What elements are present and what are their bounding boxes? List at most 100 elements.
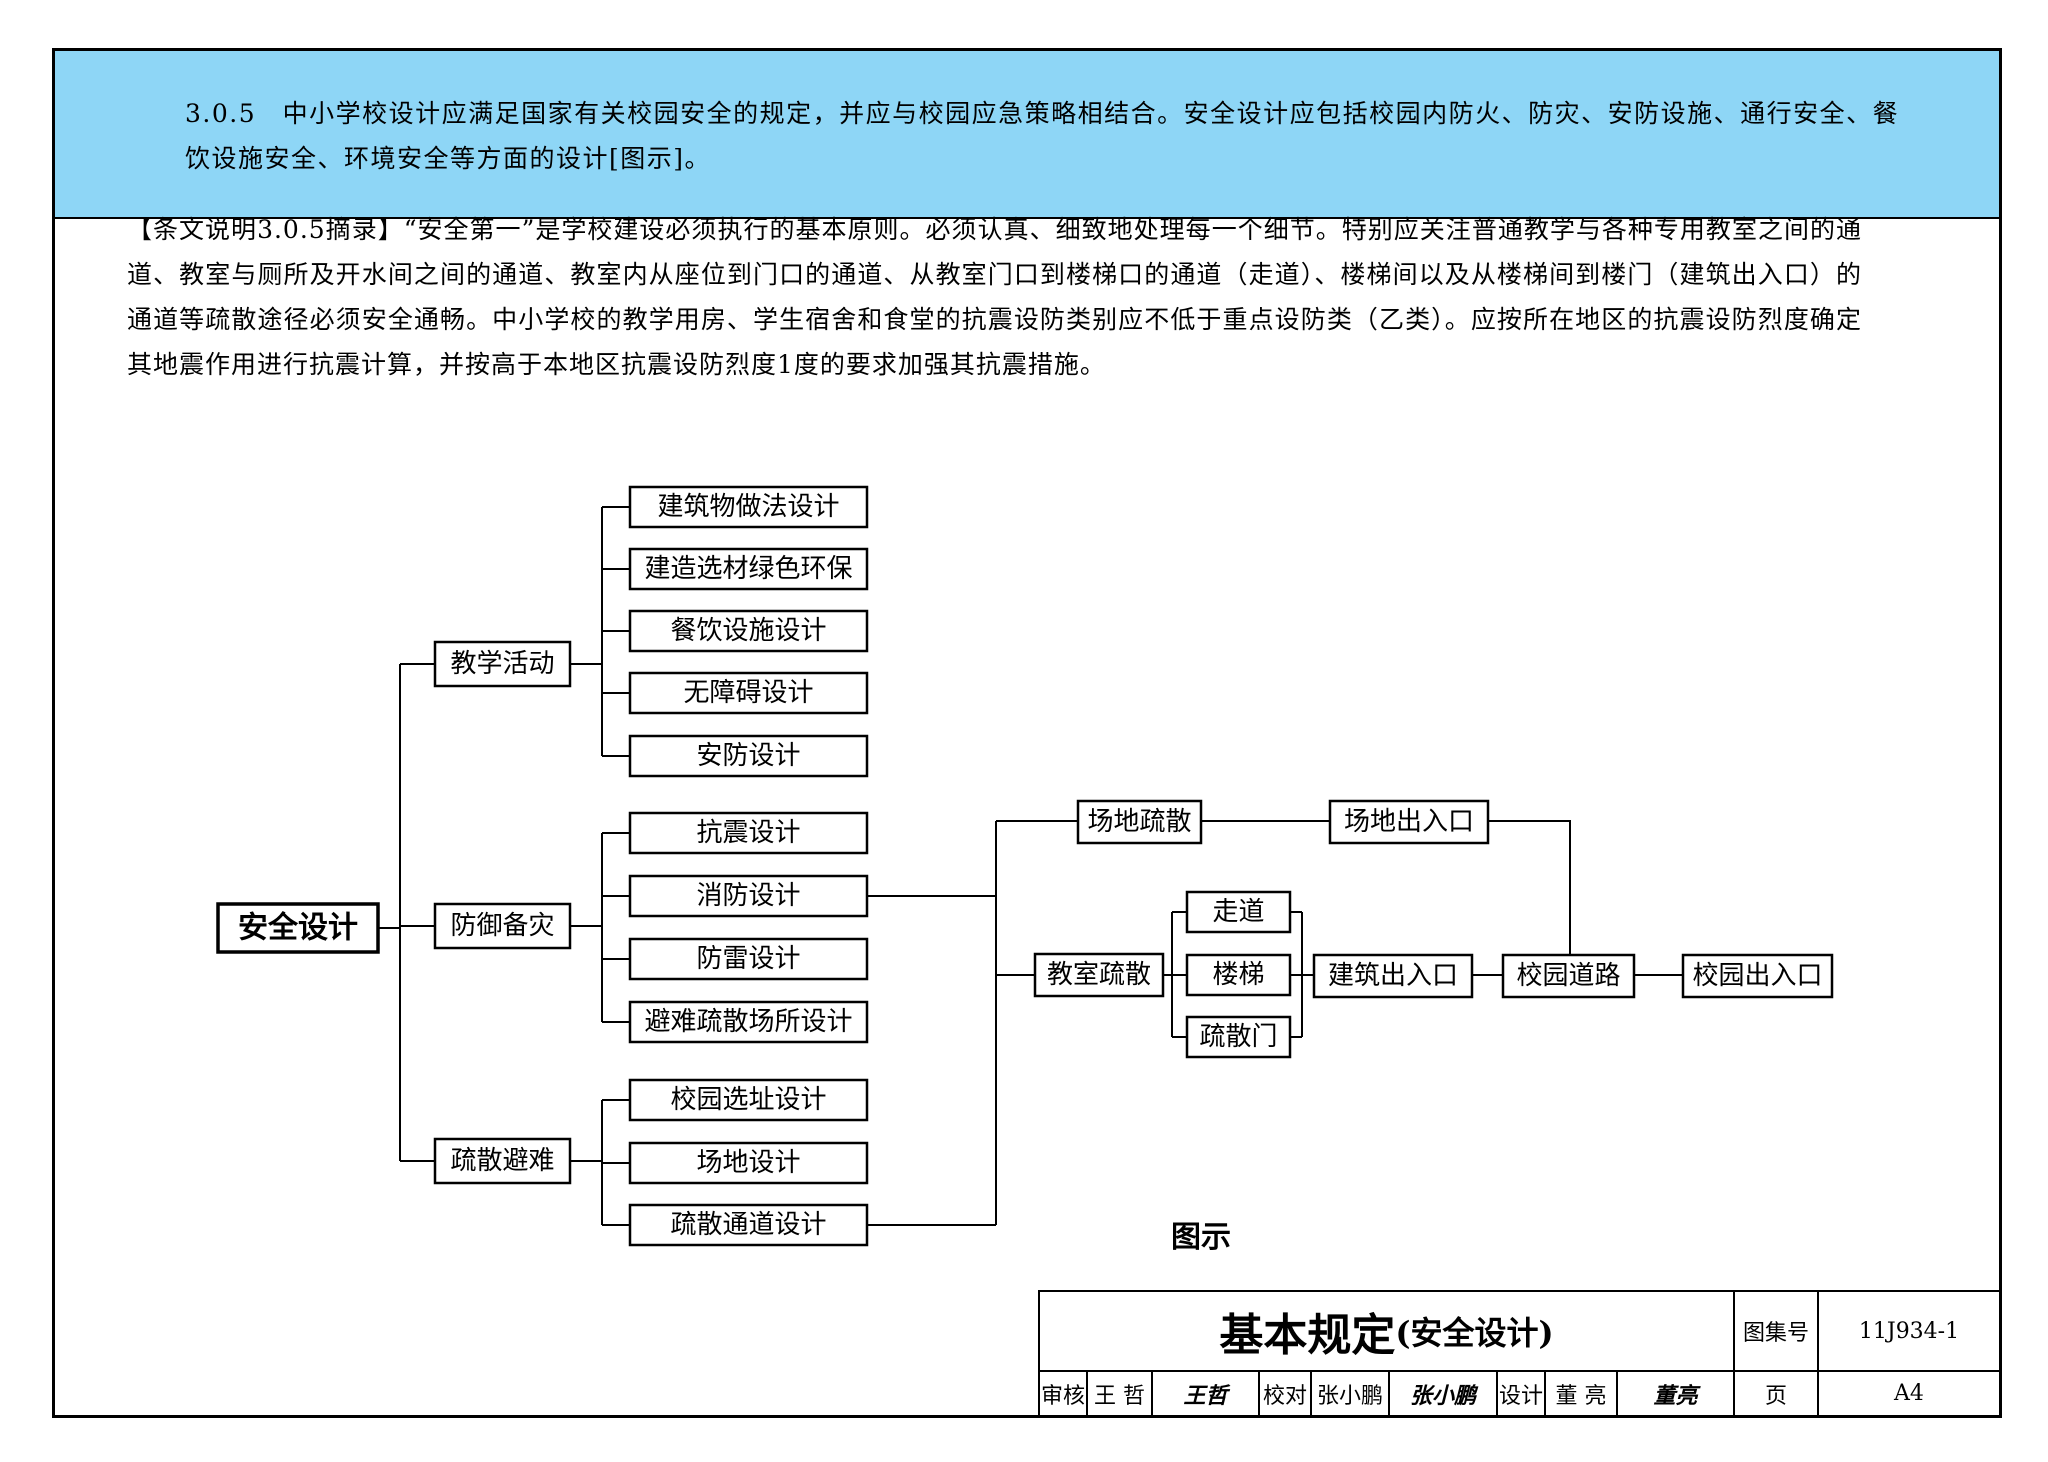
node-path-3-label: 疏散门 bbox=[1199, 1022, 1277, 1052]
node-leaf-2-3-frame bbox=[628, 937, 869, 981]
node-leaf-1-5-label: 安防设计 bbox=[696, 741, 800, 771]
node-leaf-1-2-label: 建造选材绿色环保 bbox=[644, 554, 852, 584]
designer-name-cell: 董 亮 bbox=[1544, 1370, 1616, 1415]
node-group-3: 疏散避难 bbox=[433, 1137, 572, 1185]
node-group-2: 防御备灾 bbox=[433, 902, 572, 950]
clause-text: 3.0.5 中小学校设计应满足国家有关校园安全的规定，并应与校园应急策略相结合。… bbox=[185, 99, 1900, 173]
node-leaf-1-4-label: 无障碍设计 bbox=[683, 678, 813, 708]
node-path-1-frame bbox=[1185, 890, 1292, 934]
review-label-cell: 审核 bbox=[1038, 1370, 1086, 1415]
node-building-exit-frame bbox=[1312, 953, 1474, 999]
node-leaf-1-1-label: 建筑物做法设计 bbox=[657, 492, 839, 522]
node-leaf-1-5-frame bbox=[628, 734, 869, 778]
node-path-2: 楼梯 bbox=[1185, 953, 1292, 997]
node-leaf-2-3: 防雷设计 bbox=[628, 937, 869, 981]
designer-signature-cell: 董亮 bbox=[1616, 1370, 1733, 1415]
node-campus-road: 校园道路 bbox=[1501, 953, 1636, 999]
reviewer-signature-cell-text: 王哲 bbox=[1183, 1382, 1228, 1409]
node-campus-exit: 校园出入口 bbox=[1681, 953, 1834, 999]
reviewer-name-cell: 王 哲 bbox=[1086, 1370, 1151, 1415]
node-campus-exit-frame bbox=[1681, 953, 1834, 999]
node-leaf-1-2-frame bbox=[628, 547, 869, 591]
node-leaf-1-5: 安防设计 bbox=[628, 734, 869, 778]
sheet-title: 基本规定 bbox=[1219, 1310, 1396, 1361]
node-leaf-3-2-label: 场地设计 bbox=[696, 1148, 800, 1178]
node-building-exit-label: 建筑出入口 bbox=[1328, 961, 1458, 991]
node-group-2-frame bbox=[433, 902, 572, 950]
node-leaf-2-1-frame bbox=[628, 811, 869, 855]
review-label-cell-text: 审核 bbox=[1040, 1383, 1085, 1409]
node-classroom-evacuation: 教室疏散 bbox=[1033, 952, 1165, 998]
checker-signature-cell: 张小鹏 bbox=[1388, 1370, 1496, 1415]
node-leaf-1-1-frame bbox=[628, 485, 869, 529]
node-leaf-2-4: 避难疏散场所设计 bbox=[628, 1000, 869, 1044]
page-label-cell-text: 页 bbox=[1764, 1383, 1787, 1409]
atlas-number-cell-text: 11J934-1 bbox=[1858, 1318, 1960, 1344]
checker-name-cell: 张小鹏 bbox=[1310, 1370, 1388, 1415]
reviewer-signature-cell: 王哲 bbox=[1151, 1370, 1258, 1415]
node-site-exit-label: 场地出入口 bbox=[1344, 807, 1474, 837]
check-label-cell: 校对 bbox=[1258, 1370, 1310, 1415]
node-campus-exit-label: 校园出入口 bbox=[1692, 961, 1822, 991]
reviewer-name-cell-text: 王 哲 bbox=[1094, 1383, 1145, 1409]
clause-explanation: 【条文说明3.0.5摘录】“安全第一”是学校建设必须执行的基本原则。必须认真、细… bbox=[127, 215, 1862, 379]
node-leaf-2-2: 消防设计 bbox=[628, 874, 869, 918]
node-leaf-2-1: 抗震设计 bbox=[628, 811, 869, 855]
node-leaf-3-2-frame bbox=[628, 1141, 869, 1185]
check-label-cell-text: 校对 bbox=[1262, 1383, 1307, 1409]
node-leaf-2-2-frame bbox=[628, 874, 869, 918]
node-site-evacuation-label: 场地疏散 bbox=[1087, 807, 1191, 837]
checker-signature-cell-text: 张小鹏 bbox=[1409, 1382, 1476, 1409]
node-leaf-1-2: 建造选材绿色环保 bbox=[628, 547, 869, 591]
drawing-frame: 3.0.5 中小学校设计应满足国家有关校园安全的规定，并应与校园应急策略相结合。… bbox=[52, 48, 2002, 1418]
node-root-label: 安全设计 bbox=[238, 911, 358, 946]
node-leaf-1-3: 餐饮设施设计 bbox=[628, 609, 869, 653]
sheet-title-cell: 基本规定(安全设计) bbox=[1038, 1290, 1733, 1370]
node-leaf-3-3-frame bbox=[628, 1203, 869, 1247]
node-classroom-evacuation-label: 教室疏散 bbox=[1047, 960, 1151, 990]
node-path-1: 走道 bbox=[1185, 890, 1292, 934]
design-label-cell: 设计 bbox=[1496, 1370, 1544, 1415]
node-leaf-3-1-label: 校园选址设计 bbox=[670, 1085, 826, 1115]
node-site-exit: 场地出入口 bbox=[1328, 799, 1490, 845]
atlas-label-cell-text: 图集号 bbox=[1742, 1321, 1809, 1346]
node-classroom-evacuation-frame bbox=[1033, 952, 1165, 998]
node-group-1: 教学活动 bbox=[433, 640, 572, 688]
node-leaf-2-2-label: 消防设计 bbox=[696, 881, 800, 911]
node-path-3: 疏散门 bbox=[1185, 1015, 1292, 1059]
node-group-3-label: 疏散避难 bbox=[450, 1146, 554, 1176]
node-path-1-label: 走道 bbox=[1212, 897, 1264, 927]
node-root: 安全设计 bbox=[216, 902, 380, 954]
safety-design-diagram: 安全设计 教学活动 建筑物做法设计建造选材绿色环保餐饮设施设计无障碍设计安防设计防御… bbox=[216, 485, 1834, 1247]
clause-banner: 3.0.5 中小学校设计应满足国家有关校园安全的规定，并应与校园应急策略相结合。… bbox=[55, 51, 1999, 219]
node-leaf-3-3: 疏散通道设计 bbox=[628, 1203, 869, 1247]
node-leaf-1-4-frame bbox=[628, 671, 869, 715]
node-path-3-frame bbox=[1185, 1015, 1292, 1059]
node-site-evacuation: 场地疏散 bbox=[1076, 799, 1203, 845]
page-label-cell: 页 bbox=[1733, 1370, 1817, 1415]
designer-name-cell-text: 董 亮 bbox=[1555, 1383, 1607, 1409]
page-number-cell-text: A4 bbox=[1894, 1381, 1924, 1406]
atlas-label-cell: 图集号 bbox=[1733, 1290, 1817, 1370]
node-leaf-2-1-label: 抗震设计 bbox=[696, 818, 800, 848]
node-leaf-1-4: 无障碍设计 bbox=[628, 671, 869, 715]
node-leaf-2-4-frame bbox=[628, 1000, 869, 1044]
checker-name-cell-text: 张小鹏 bbox=[1316, 1383, 1383, 1409]
node-leaf-1-1: 建筑物做法设计 bbox=[628, 485, 869, 529]
node-leaf-3-2: 场地设计 bbox=[628, 1141, 869, 1185]
node-campus-road-label: 校园道路 bbox=[1516, 961, 1620, 991]
node-path-2-label: 楼梯 bbox=[1212, 960, 1264, 990]
diagram-caption: 图示 bbox=[1171, 1220, 1231, 1255]
node-leaf-3-1: 校园选址设计 bbox=[628, 1078, 869, 1122]
node-leaf-2-3-label: 防雷设计 bbox=[696, 944, 800, 974]
node-leaf-3-3-label: 疏散通道设计 bbox=[670, 1210, 826, 1240]
site-exit-to-road-line bbox=[1488, 820, 1571, 955]
node-campus-road-frame bbox=[1501, 953, 1636, 999]
node-building-exit: 建筑出入口 bbox=[1312, 953, 1474, 999]
node-group-1-label: 教学活动 bbox=[450, 649, 554, 679]
design-label-cell-text: 设计 bbox=[1498, 1383, 1543, 1409]
node-site-exit-frame bbox=[1328, 799, 1490, 845]
node-leaf-3-1-frame bbox=[628, 1078, 869, 1122]
node-group-2-label: 防御备灾 bbox=[450, 911, 554, 941]
